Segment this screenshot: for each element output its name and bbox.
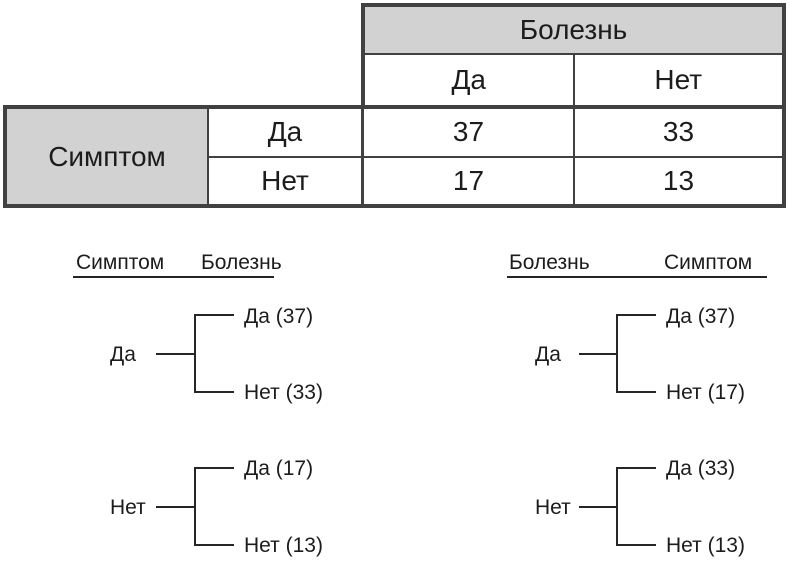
contingency-table-body: Симптом Да Нет 37 17 33 13 (3, 105, 786, 208)
disease-col-header-no: Нет (574, 55, 782, 105)
symptom-row-header-column: Да Нет (209, 109, 364, 204)
disease-col-header-yes: Да (365, 55, 575, 105)
tree1-branch-line (194, 314, 234, 316)
tree1-branch-no-no: Нет (13) (244, 534, 323, 557)
cell-symptom-no-disease-yes: 17 (452, 164, 485, 196)
tree1-branch-line (194, 544, 234, 546)
tree2-branch-line (616, 467, 656, 469)
symptom-group-header: Симптом (7, 109, 209, 204)
tree1-branch-line (194, 467, 234, 469)
symptom-row-header-no: Нет (261, 164, 309, 196)
tree2-level2-header: Симптом (664, 251, 753, 274)
disease-col-header-row: Да Нет (365, 55, 782, 105)
cell-symptom-yes-disease-yes: 37 (364, 109, 573, 158)
tree1-branch-line (194, 391, 234, 393)
data-column-disease-yes: 37 17 (364, 109, 575, 204)
tree1-level1-header: Симптом (76, 251, 165, 274)
data-column-disease-no: 33 13 (575, 109, 782, 204)
tree2-branch-line (616, 391, 656, 393)
tree2-parent-yes: Да (535, 343, 561, 366)
tree2-branch-line (616, 544, 656, 546)
tree1-parent-no-line (156, 506, 196, 508)
tree2-branch-yes-yes: Да (37) (666, 305, 736, 328)
contingency-table-top: Болезнь Да Нет (361, 3, 786, 105)
tree1-bracket-no-line (194, 467, 196, 546)
tree2-branch-yes-no: Нет (17) (666, 381, 745, 404)
disease-group-header: Болезнь (365, 7, 782, 55)
cell-symptom-yes-disease-no: 33 (575, 109, 782, 158)
tree2-branch-no-no: Нет (13) (666, 534, 745, 557)
tree1-level2-header: Болезнь (201, 251, 282, 274)
tree2-bracket-yes-line (616, 314, 618, 393)
tree1-bracket-yes-line (194, 314, 196, 393)
tree2-level1-header: Болезнь (509, 251, 590, 274)
tree2-bracket-no-line (616, 467, 618, 546)
tree2-parent-no: Нет (535, 496, 571, 519)
tree2-parent-no-line (579, 506, 617, 508)
tree1-parent-yes-line (156, 353, 196, 355)
tree2-header-underline (507, 276, 767, 278)
symptom-row-header-yes: Да (209, 109, 361, 158)
tree2-branch-no-yes: Да (33) (666, 457, 736, 480)
tree1-header-underline (73, 276, 274, 278)
tree1-branch-no-yes: Да (17) (244, 457, 314, 480)
tree1-parent-yes: Да (110, 343, 136, 366)
tree1-parent-no: Нет (110, 496, 146, 519)
tree2-parent-yes-line (579, 353, 617, 355)
tree1-branch-yes-yes: Да (37) (244, 305, 314, 328)
cell-symptom-no-disease-no: 13 (662, 164, 695, 196)
tree2-branch-line (616, 314, 656, 316)
tree1-branch-yes-no: Нет (33) (244, 381, 323, 404)
